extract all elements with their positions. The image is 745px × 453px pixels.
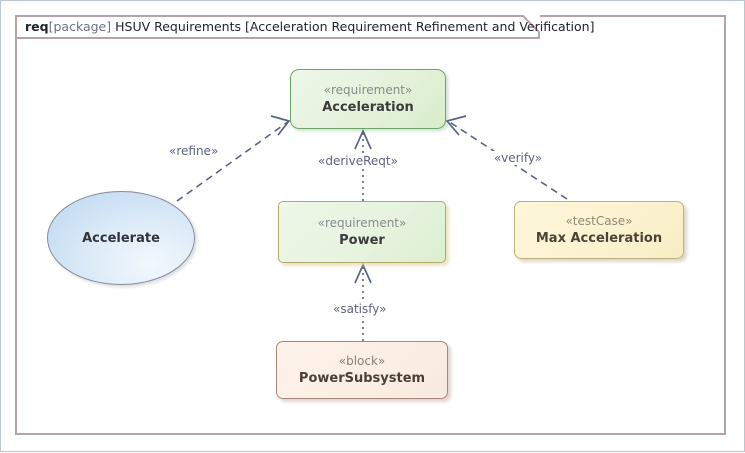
node-requirement-acceleration[interactable]: «requirement» Acceleration — [290, 69, 446, 129]
frame-tab-label: req[package] HSUV Requirements [Accelera… — [25, 18, 594, 36]
frame-package-name: HSUV Requirements — [115, 19, 242, 34]
node-stereotype: «block» — [338, 353, 386, 368]
edge-label-derivereqt: «deriveReqt» — [316, 154, 400, 168]
frame-tab-shape — [15, 15, 540, 39]
frame-diagram-name: [Acceleration Requirement Refinement and… — [245, 19, 595, 34]
node-name: PowerSubsystem — [298, 370, 426, 386]
node-stereotype: «testCase» — [565, 213, 633, 228]
node-name: Acceleration — [322, 99, 414, 115]
node-block-powersubsystem[interactable]: «block» PowerSubsystem — [276, 341, 448, 399]
frame-kind: [package] — [48, 19, 112, 34]
node-stereotype: «requirement» — [317, 215, 407, 230]
node-usecase-accelerate[interactable]: Accelerate — [47, 191, 195, 285]
node-requirement-power[interactable]: «requirement» Power — [278, 201, 446, 263]
node-testcase-max-acceleration[interactable]: «testCase» Max Acceleration — [514, 201, 684, 259]
node-stereotype: «requirement» — [323, 82, 413, 97]
node-name: Accelerate — [82, 231, 160, 246]
node-name: Max Acceleration — [535, 230, 663, 246]
frame-keyword: req — [25, 19, 49, 34]
node-name: Power — [339, 232, 385, 248]
edge-label-verify: «verify» — [492, 151, 545, 165]
edge-label-refine: «refine» — [167, 144, 221, 158]
edge-label-satisfy: «satisfy» — [331, 302, 389, 316]
diagram-frame-header: req[package] HSUV Requirements [Accelera… — [15, 15, 594, 39]
